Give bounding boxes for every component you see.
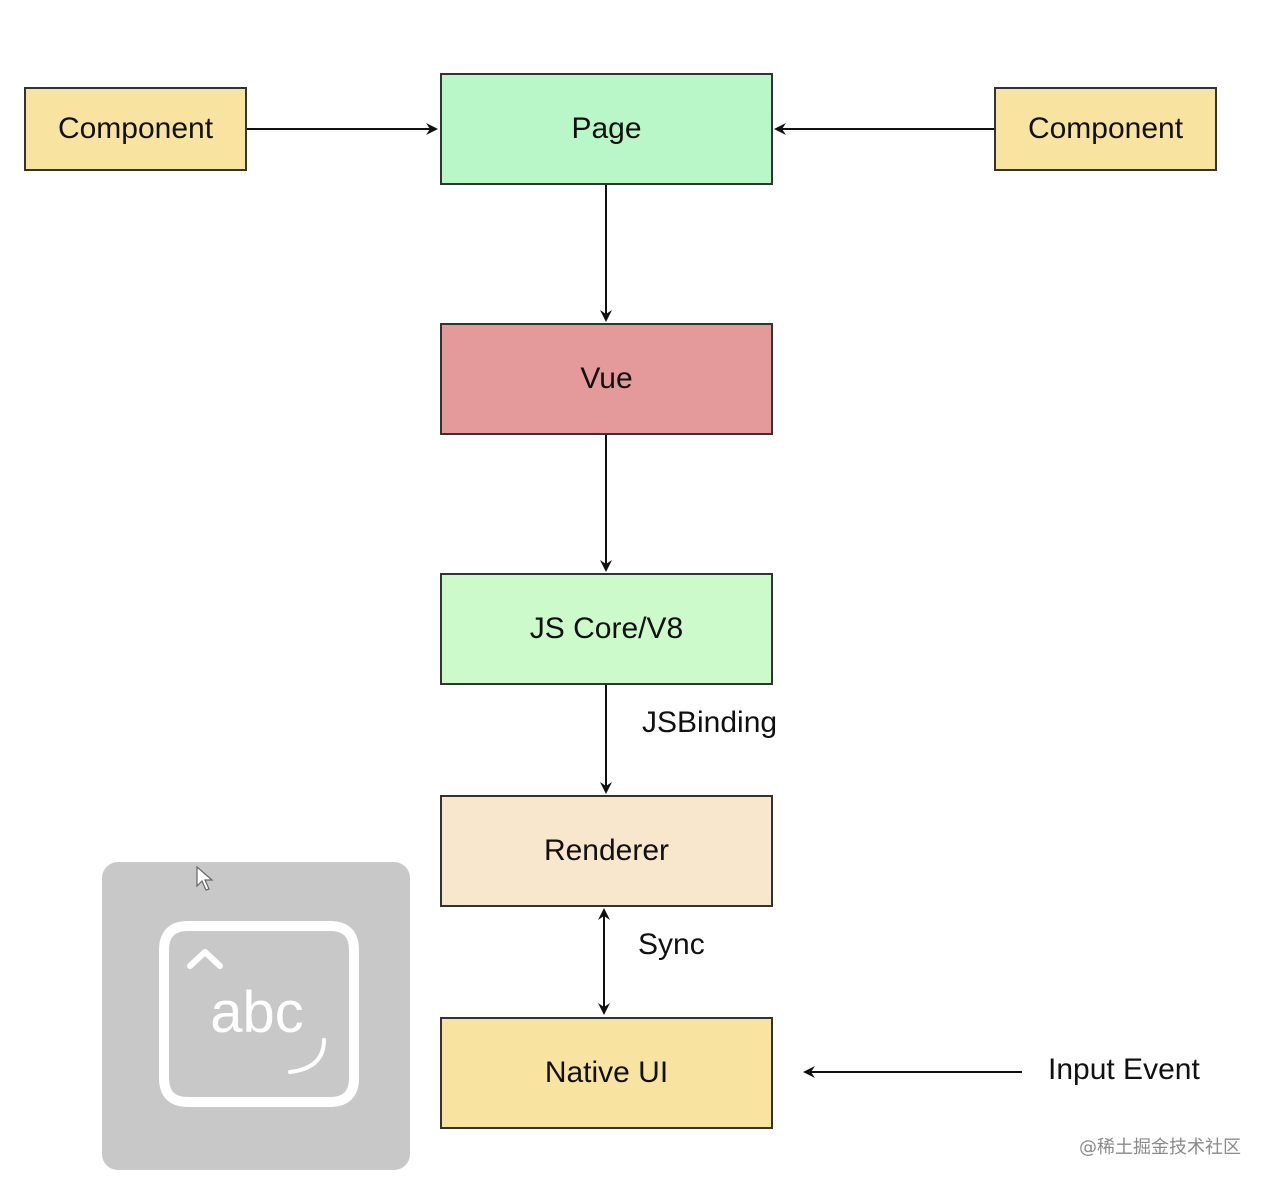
keyboard-input-panel[interactable]: abc <box>102 862 410 1170</box>
page-node: Page <box>440 73 773 185</box>
js-core-label: JS Core/V8 <box>529 612 684 645</box>
renderer-label: Renderer <box>543 834 670 867</box>
native-ui-label: Native UI <box>544 1056 669 1089</box>
vue-label: Vue <box>580 362 633 395</box>
component-left-node: Component <box>24 87 247 171</box>
watermark: @稀土掘金技术社区 <box>1079 1137 1241 1158</box>
page-label: Page <box>571 112 642 145</box>
component-left-label: Component <box>57 112 214 145</box>
sync-label: Sync <box>638 928 705 961</box>
js-core-node: JS Core/V8 <box>440 573 773 685</box>
vue-node: Vue <box>440 323 773 435</box>
input-event-label: Input Event <box>1048 1053 1200 1086</box>
keyboard-abc-icon: abc <box>159 921 359 1107</box>
component-right-label: Component <box>1027 112 1184 145</box>
keyboard-abc-text: abc <box>210 980 304 1045</box>
native-ui-node: Native UI <box>440 1017 773 1129</box>
mouse-cursor-icon <box>196 866 214 891</box>
component-right-node: Component <box>994 87 1217 171</box>
jsbinding-label: JSBinding <box>642 706 778 739</box>
renderer-node: Renderer <box>440 795 773 907</box>
